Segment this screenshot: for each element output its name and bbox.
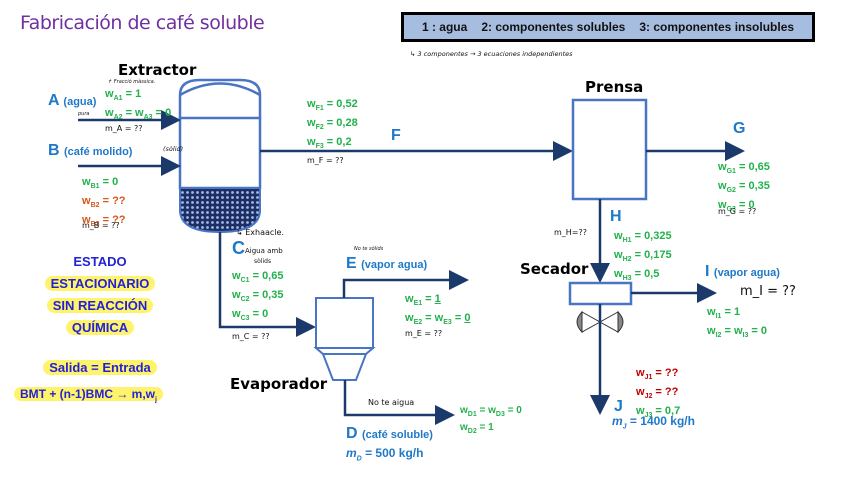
- stream-i-mass: m_I = ??: [740, 284, 796, 299]
- extractor-label: Extractor: [118, 61, 197, 79]
- prensa-box: [571, 98, 648, 201]
- stream-e-mass: m_E = ??: [405, 329, 443, 338]
- stream-c-mass: m_C = ??: [232, 332, 270, 341]
- state-line-2: ESTACIONARIO: [40, 273, 160, 295]
- stream-d-fractions: wD1 = wD3 = 0 wD2 = 1: [460, 405, 522, 435]
- page-title: Fabricación de café soluble: [20, 12, 265, 34]
- evaporador-vessel: [313, 297, 376, 381]
- stream-a-fractions: wA1 = 1 wA2 = wA3 = 0: [105, 88, 172, 122]
- stream-f-mass: m_F = ??: [307, 156, 344, 165]
- balance-statement: Salida = Entrada: [40, 357, 160, 379]
- stream-c-note-2: Aigua amb: [245, 247, 283, 255]
- balance-equation: BMT + (n-1)BMC → m,wj: [14, 383, 163, 411]
- stream-h-mass: m_H=??: [554, 228, 588, 237]
- stream-e-fractions: wE1 = 1 wE2 = wE3 = 0: [405, 293, 471, 327]
- stream-c-note-3: sòlids: [254, 258, 272, 265]
- stream-g-label: G: [733, 120, 746, 137]
- stream-b-fractions: wB1 = 0 wB2 = ?? wB3 = ??: [82, 176, 126, 229]
- mass-fraction-note: ↱ Fracció màssica.: [108, 79, 156, 85]
- stream-d-pipe: [343, 380, 455, 425]
- stream-a-note: pura: [78, 111, 90, 117]
- stream-e-pipe: [342, 270, 469, 298]
- prensa-label: Prensa: [585, 78, 644, 96]
- stream-b-note: (sòlid): [163, 145, 184, 153]
- state-line-3: SIN REACCIÓN: [40, 295, 160, 317]
- stream-i-label: I (vapor agua): [705, 263, 780, 280]
- stream-e-note: No te sòlids: [354, 246, 384, 252]
- legend-item-1: 1 : agua: [421, 20, 468, 34]
- packed-bed: [179, 187, 261, 234]
- stream-h-fractions: wH1 = 0,325 wH2 = 0,175 wH3 = 0,5: [614, 230, 672, 283]
- stream-j-label: J: [614, 398, 623, 415]
- stream-c-fractions: wC1 = 0,65 wC2 = 0,35 wC3 = 0: [232, 270, 284, 323]
- stream-b-label: B (café molido): [48, 142, 133, 159]
- stream-d-label: D (café soluble): [346, 425, 433, 442]
- stream-b-mass: m_B = ??: [82, 221, 120, 230]
- stream-j-fractions: wJ1 = ?? wJ2 = ?? wJ3 = 0,7: [636, 367, 681, 420]
- legend-item-3: 3: componentes insolubles: [639, 20, 795, 34]
- state-block: ESTADO ESTACIONARIO SIN REACCIÓN QUÍMICA: [40, 251, 160, 339]
- stream-a-label: A (agua): [48, 92, 97, 109]
- stream-c-label: C: [232, 238, 245, 258]
- state-line-4: QUÍMICA: [40, 317, 160, 339]
- stream-i-fractions: wI1 = 1 wI2 = wI3 = 0: [707, 306, 768, 340]
- legend-item-2: 2: componentes solubles: [481, 20, 626, 34]
- legend-note: ↳ 3 componentes → 3 ecuaciones independi…: [410, 50, 573, 58]
- evaporador-label: Evaporador: [230, 375, 328, 393]
- component-legend: 1 : agua 2: componentes solubles 3: comp…: [401, 12, 815, 42]
- state-line-1: ESTADO: [73, 254, 127, 269]
- stream-e-label: E (vapor agua): [346, 255, 428, 272]
- stream-j-mass: mJ = 1400 kg/h: [612, 414, 695, 431]
- stream-f-fractions: wF1 = 0,52 wF2 = 0,28 wF3 = 0,2: [307, 98, 358, 151]
- stream-c-pipe: [218, 232, 316, 337]
- stream-c-note-1: ↳ Exhaacle.: [236, 228, 284, 237]
- stream-d-mass: mD = 500 kg/h: [346, 446, 424, 463]
- stream-a-mass: m_A = ??: [105, 124, 143, 133]
- extractor-vessel: [178, 78, 262, 234]
- secador-label: Secador: [520, 260, 589, 278]
- stream-f-label: F: [391, 127, 401, 144]
- stream-d-note: No te aigua: [368, 398, 415, 407]
- stream-h-label: H: [610, 208, 622, 225]
- fan-icon: [576, 310, 624, 334]
- stream-g-fractions: wG1 = 0,65 wG2 = 0,35 wG3 = 0: [718, 161, 770, 214]
- stream-g-mass: m_G = ??: [718, 207, 757, 216]
